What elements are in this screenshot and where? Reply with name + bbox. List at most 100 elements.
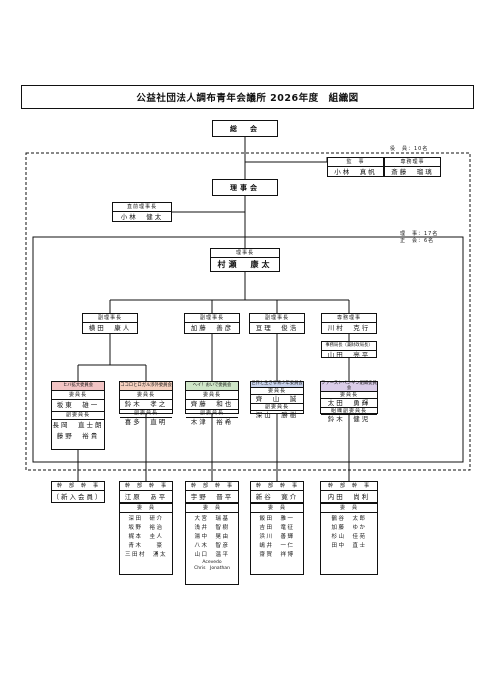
committee-secretary-5: 内田 尚利 [327, 493, 371, 501]
member-2-4: 青木 豪 [128, 543, 164, 549]
committee-secretary-box-2: 幹 部 幹 事 江原 あ平 [119, 481, 173, 503]
committee-name-4: 世界と生きる青少年委員会 [251, 381, 303, 388]
member-3-4: 八木 智彦 [194, 543, 230, 549]
member-2-5: 三田村 湧太 [124, 552, 167, 558]
advisor-name-2: 斎藤 瑠璃 [391, 168, 434, 176]
committee-sec-role-1: 幹 部 幹 事 [52, 482, 104, 491]
secretariat-role: 事務局長（兼財政局長） [322, 342, 376, 351]
general-assembly-box: 総 会 [212, 120, 278, 137]
member-4-1: 飯田 雅一 [259, 516, 295, 522]
vice-president-role-3: 副理事長 [250, 314, 304, 323]
member-3-latin-1: Acevedo [202, 560, 222, 565]
committee-chair-1: 坂東 雄一 [56, 401, 100, 409]
auditor-box: 監 事 小林 真帆 [327, 157, 384, 177]
committee-members-box-4: 委 員 飯田 雅一 吉田 竜征 浜川 善輝 嶋井 一仁 齋賀 祥博 [250, 503, 304, 575]
member-4-4: 嶋井 一仁 [259, 543, 295, 549]
committee-name-1: ヒバ拡大委員会 [52, 382, 104, 391]
vice-president-box-2: 副理事長 加藤 善彦 [184, 313, 240, 334]
vice-president-name-1: 横田 康人 [88, 324, 132, 332]
committee-box-4: 世界と生きる青少年委員会 委員長 齊 山 誠 副委員長 深山 勝樹 [250, 381, 304, 419]
president-box: 理事長 村瀬 康太 [210, 248, 280, 272]
committee-chair-role-2: 委員長 [120, 391, 172, 400]
committee-chair-5: 太田 勇輝 [327, 399, 371, 407]
committee-vice-1a: 長岡 直士朗 [52, 421, 104, 429]
page-title: 公益社団法人調布青年会議所 2026年度 組織図 [21, 85, 474, 109]
member-4-2: 吉田 竜征 [259, 525, 295, 531]
committee-sec-role-2: 幹 部 幹 事 [120, 482, 172, 491]
committee-name-5: ファーストペンギン組織委員会 [321, 381, 377, 392]
secretariat-box: 事務局長（兼財政局長） 山田 亮平 [321, 341, 377, 359]
member-2-3: 梶本 圭人 [128, 534, 164, 540]
vice-president-box-4: 専務理事 川村 克行 [321, 313, 377, 334]
committee-secretary-box-3: 幹 部 幹 事 宇野 晋平 [185, 481, 239, 503]
board-label: 理事会 [230, 183, 260, 192]
committee-vice-role-1: 副委員長 [52, 411, 104, 420]
page-title-text: 公益社団法人調布青年会議所 2026年度 組織図 [136, 93, 359, 104]
committee-vice-role-2: 副委員長 [120, 409, 172, 418]
committee-box-2: ココロとロガル渉外委員会 委員長 鈴木 孝之 副委員長 喜多 直明 [119, 381, 173, 426]
committee-members-role-5: 委 員 [321, 504, 377, 513]
committee-members-role-3: 委 員 [186, 504, 238, 513]
auditor-role: 監 事 [328, 158, 383, 167]
committee-chair-2: 鈴木 孝之 [124, 400, 168, 408]
committee-chair-role-5: 委員長 [321, 392, 377, 399]
committee-secretary-3: 宇野 晋平 [190, 493, 234, 501]
committee-vice-1b: 藤野 裕貴 [56, 432, 100, 440]
vice-president-name-2: 加藤 善彦 [190, 324, 234, 332]
committee-name-3: ヘイ！おいで委員会 [186, 382, 238, 391]
vice-president-name-3: 亘理 俊浩 [255, 324, 299, 332]
committee-secretary-4: 新谷 寛介 [255, 493, 299, 501]
committee-chair-4: 齊 山 誠 [255, 394, 299, 403]
member-3-latin-2: Chris Jonathan [194, 566, 230, 571]
committee-members-box-2: 委 員 深田 研介 坂野 裕治 梶本 圭人 青木 豪 三田村 湧太 [119, 503, 173, 575]
member-3-2: 浅井 智樹 [194, 525, 230, 531]
member-2-2: 坂野 裕治 [128, 525, 164, 531]
committee-members-4: 飯田 雅一 吉田 竜征 浜川 善輝 嶋井 一仁 齋賀 祥博 [251, 513, 303, 560]
committee-members-3: 大宮 瑞基 浅井 智樹 湯中 晃由 八木 智彦 山口 温平 Acevedo Ch… [186, 513, 238, 572]
advisor-role-2: 専務理事 [385, 158, 440, 167]
committee-secretary-1: （新入会員） [52, 493, 104, 501]
committee-vice-role-4: 副委員長 [251, 402, 303, 411]
committee-secretary-box-1: 幹 部 幹 事 （新入会員） [51, 481, 105, 503]
committee-box-1: ヒバ拡大委員会 委員長 坂東 雄一 副委員長 長岡 直士朗 藤野 裕貴 [51, 381, 105, 450]
committee-sec-role-3: 幹 部 幹 事 [186, 482, 238, 491]
committee-vice-role-3: 副委員長 [186, 409, 238, 418]
member-5-1: 鶴谷 太郎 [331, 516, 367, 522]
president-role: 理事長 [211, 249, 279, 258]
auditor-name: 小林 真帆 [334, 168, 377, 176]
member-5-3: 杉山 佳苑 [331, 534, 367, 540]
vice-president-role-1: 副理事長 [83, 314, 137, 323]
committee-chair-role-4: 委員長 [251, 388, 303, 395]
member-4-3: 浜川 善輝 [259, 534, 295, 540]
advisor-box-2: 専務理事 斎藤 瑠璃 [384, 157, 441, 177]
committee-chair-role-3: 委員長 [186, 391, 238, 400]
committee-box-3: ヘイ！おいで委員会 委員長 齊藤 和也 副委員長 木津 裕希 [185, 381, 239, 426]
committee-members-2: 深田 研介 坂野 裕治 梶本 圭人 青木 豪 三田村 湧太 [120, 513, 172, 560]
committee-secretary-box-4: 幹 部 幹 事 新谷 寛介 [250, 481, 304, 503]
board-box: 理事会 [212, 179, 278, 196]
advisor-name-1: 小林 健太 [120, 213, 164, 221]
committee-members-box-5: 委 員 鶴谷 太郎 加藤 ゆか 杉山 佳苑 田中 直士 [320, 503, 378, 575]
vice-president-role-4: 専務理事 [322, 314, 376, 323]
directors-count: 理 事：17名 [400, 231, 439, 237]
advisor-role-1: 直前理事長 [113, 203, 171, 212]
vice-president-role-2: 副理事長 [185, 314, 239, 323]
committee-sec-role-4: 幹 部 幹 事 [251, 482, 303, 491]
vice-president-name-4: 川村 克行 [327, 324, 371, 332]
members-count: 正 会：6名 [400, 238, 435, 244]
committee-members-role-4: 委 員 [251, 504, 303, 513]
member-3-3: 湯中 晃由 [194, 534, 230, 540]
committee-members-box-3: 委 員 大宮 瑞基 浅井 智樹 湯中 晃由 八木 智彦 山口 温平 Aceved… [185, 503, 239, 585]
general-assembly-label: 総 会 [230, 124, 260, 133]
committee-sec-role-5: 幹 部 幹 事 [321, 482, 377, 491]
vice-president-box-3: 副理事長 亘理 俊浩 [249, 313, 305, 334]
committee-name-2: ココロとロガル渉外委員会 [120, 382, 172, 391]
secretariat-name: 山田 亮平 [327, 351, 371, 359]
committee-vice-2a: 喜多 直明 [124, 418, 168, 426]
member-4-5: 齋賀 祥博 [259, 552, 295, 558]
committee-box-5: ファーストペンギン組織委員会 委員長 太田 勇輝 組織副委員長 鈴木 健児 [320, 381, 378, 423]
member-5-2: 加藤 ゆか [331, 525, 367, 531]
committee-chair-3: 齊藤 和也 [190, 400, 234, 408]
committee-members-5: 鶴谷 太郎 加藤 ゆか 杉山 佳苑 田中 直士 [321, 513, 377, 551]
committee-members-role-2: 委 員 [120, 504, 172, 513]
